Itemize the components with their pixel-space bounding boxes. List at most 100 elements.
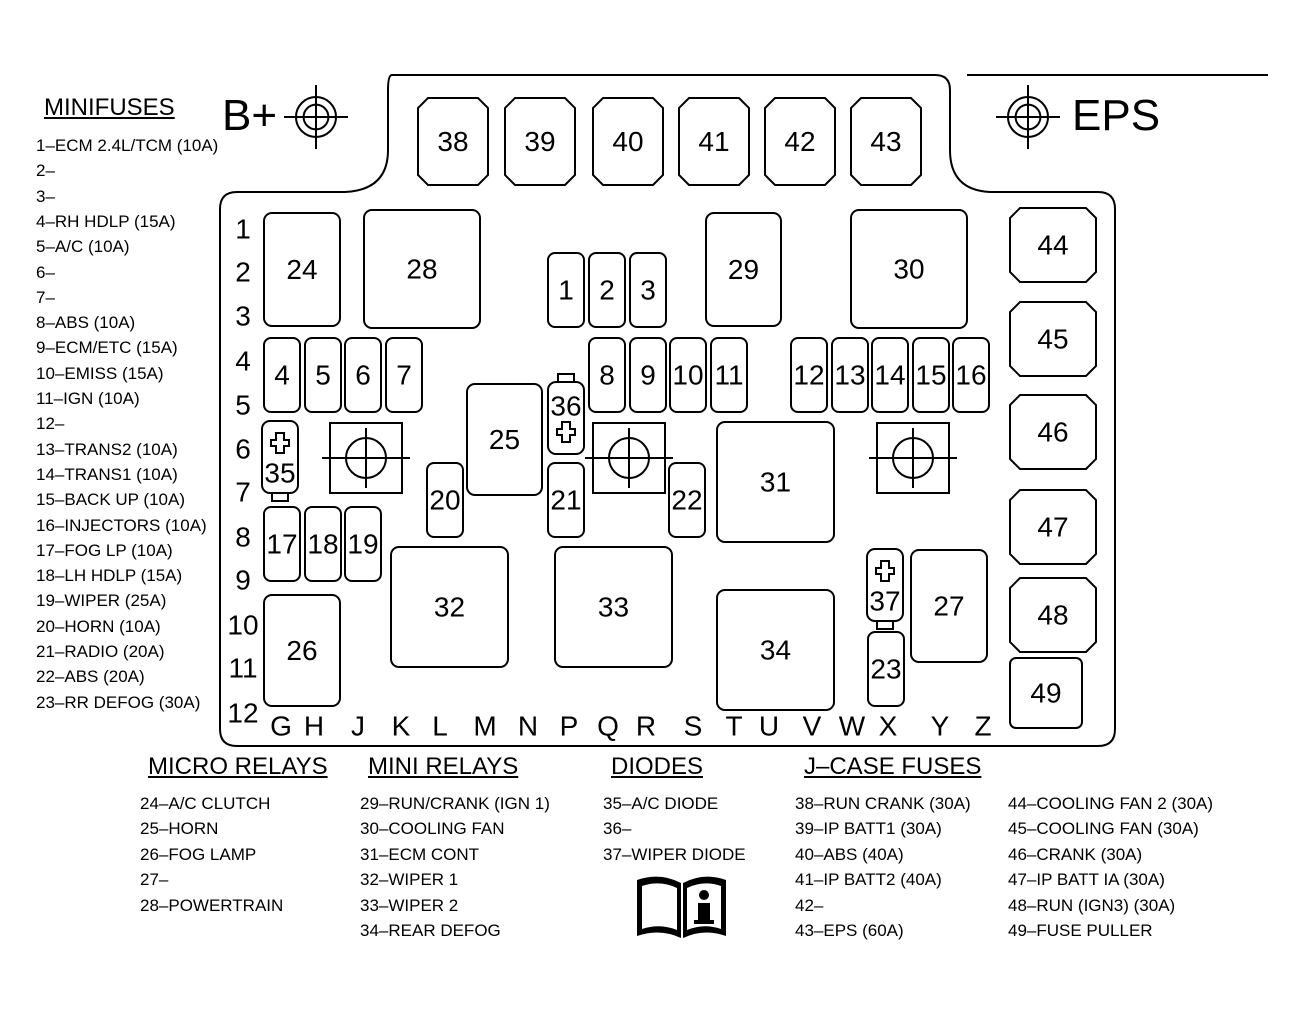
jcase-fuse-item: 45–COOLING FAN (30A): [1008, 819, 1199, 839]
minifuse-20-label: 20: [429, 485, 460, 516]
minifuse-item: 4–RH HDLP (15A): [36, 211, 176, 231]
minifuse-18-label: 18: [307, 529, 338, 560]
relay-26-label: 26: [286, 635, 317, 666]
minifuse-item: 20–HORN (10A): [36, 616, 161, 636]
micro-relays-title: MICRO RELAYS: [148, 753, 328, 780]
jcase-fuse-item: 39–IP BATT1 (30A): [795, 819, 942, 839]
minifuse-21: [547, 462, 585, 538]
minifuse-item: 21–RADIO (20A): [36, 642, 165, 661]
minifuse-10-label: 10: [672, 360, 703, 391]
minifuse-19-label: 19: [347, 529, 378, 560]
row-label: 7: [235, 477, 251, 508]
jcase-fuse-item: 46–CRANK (30A): [1008, 844, 1143, 864]
fuse-puller-label: 49: [1030, 678, 1061, 709]
relay-27-label: 27: [933, 591, 964, 622]
minifuse-item: 17–FOG LP (10A): [36, 540, 173, 560]
relay-32: [390, 546, 509, 668]
minifuse-2: [588, 252, 626, 328]
minifuse-21-label: 21: [550, 485, 581, 516]
micro-relay-item: 26–FOG LAMP: [140, 844, 257, 864]
relay-24: [263, 212, 341, 327]
jcase-fuse-39-label: 39: [524, 126, 555, 157]
minifuse-23: [867, 631, 905, 707]
minifuse-13: [831, 337, 869, 413]
minifuse-16: [952, 337, 990, 413]
column-label: K: [392, 711, 411, 742]
row-label: 11: [228, 653, 257, 684]
relay-26: [263, 594, 341, 707]
minifuse-2-label: 2: [599, 275, 615, 306]
minifuse-14-label: 14: [874, 360, 905, 391]
minifuse-1: [547, 252, 585, 328]
jcase-fuse-46-label: 46: [1037, 417, 1068, 448]
minifuse-7-label: 7: [396, 360, 412, 391]
minifuse-23-label: 23: [870, 654, 901, 685]
micro-relay-item: 24–A/C CLUTCH: [140, 794, 271, 813]
minifuse-11: [710, 337, 748, 413]
minifuse-3-label: 3: [640, 275, 656, 306]
housing-outline: [219, 74, 1116, 747]
jcase-fuse-39: [504, 97, 576, 186]
minifuse-12: [790, 337, 828, 413]
column-label: W: [839, 711, 866, 742]
jcase-fuse-41-label: 41: [698, 126, 729, 157]
minifuse-22: [668, 462, 706, 538]
mounting-boss-icon: [585, 422, 673, 494]
mini-relay-item: 34–REAR DEFOG: [360, 921, 501, 940]
minifuse-item: 14–TRANS1 (10A): [36, 464, 178, 484]
diode-item: 35–A/C DIODE: [603, 794, 719, 813]
jcase-fuse-item: 43–EPS (60A): [795, 921, 904, 940]
minifuse-13-label: 13: [834, 360, 865, 391]
minifuse-6-label: 6: [355, 360, 371, 391]
row-label: 8: [235, 522, 251, 553]
jcase-fuse-48-label: 48: [1037, 600, 1068, 631]
relay-30: [850, 209, 968, 329]
jcase-fuse-item: 47–IP BATT IA (30A): [1008, 870, 1165, 890]
column-label: V: [803, 711, 822, 742]
mini-relay-item: 30–COOLING FAN: [360, 819, 505, 839]
minifuse-item: 2–: [36, 161, 55, 181]
minifuse-item: 1–ECM 2.4L/TCM (10A): [36, 136, 219, 155]
minifuse-7: [385, 337, 423, 413]
column-label: U: [759, 711, 779, 742]
minifuse-item: 15–BACK UP (10A): [36, 490, 185, 510]
relay-31-label: 31: [760, 467, 791, 498]
minifuse-10: [669, 337, 707, 413]
minifuse-20: [426, 462, 464, 538]
row-label: 10: [227, 610, 258, 641]
diodes-title: DIODES: [611, 753, 704, 780]
jcase-fuse-42-label: 42: [784, 126, 815, 157]
mounting-boss-icon: [869, 422, 957, 494]
relay-27: [910, 549, 988, 663]
diode-37: [866, 548, 904, 630]
b-plus-terminal-icon: [284, 85, 348, 149]
b-plus-label: B+: [222, 91, 278, 140]
jcase-fuse-41: [678, 97, 750, 186]
diode-35: [261, 420, 299, 502]
minifuse-4: [263, 337, 301, 413]
micro-relay-item: 25–HORN: [140, 819, 219, 839]
jcase-fuse-40: [592, 97, 664, 186]
diode-36: [547, 373, 585, 455]
column-label: R: [636, 711, 656, 742]
minifuse-item: 8–ABS (10A): [36, 313, 136, 333]
jcase-fuse-43-label: 43: [870, 126, 901, 157]
minifuse-item: 22–ABS (20A): [36, 667, 145, 687]
jcase-fuse-47: [1009, 489, 1097, 565]
row-label: 5: [235, 390, 251, 421]
column-label: L: [432, 711, 448, 742]
relay-34-label: 34: [760, 635, 791, 666]
jcase-fuse-44: [1009, 207, 1097, 283]
column-label: Y: [931, 711, 950, 742]
mounting-boss-icon: [322, 422, 410, 494]
minifuse-item: 18–LH HDLP (15A): [36, 566, 183, 586]
column-label: J: [351, 711, 365, 742]
minifuse-item: 13–TRANS2 (10A): [36, 439, 178, 459]
relay-29: [705, 212, 782, 327]
jcase-fuse-40-label: 40: [612, 126, 643, 157]
minifuse-item: 10–EMISS (15A): [36, 363, 164, 383]
row-label: 3: [235, 301, 251, 332]
jcase-fuse-item: 40–ABS (40A): [795, 844, 904, 864]
minifuses-title: MINIFUSES: [44, 94, 175, 121]
jcase-fuse-46: [1009, 394, 1097, 470]
